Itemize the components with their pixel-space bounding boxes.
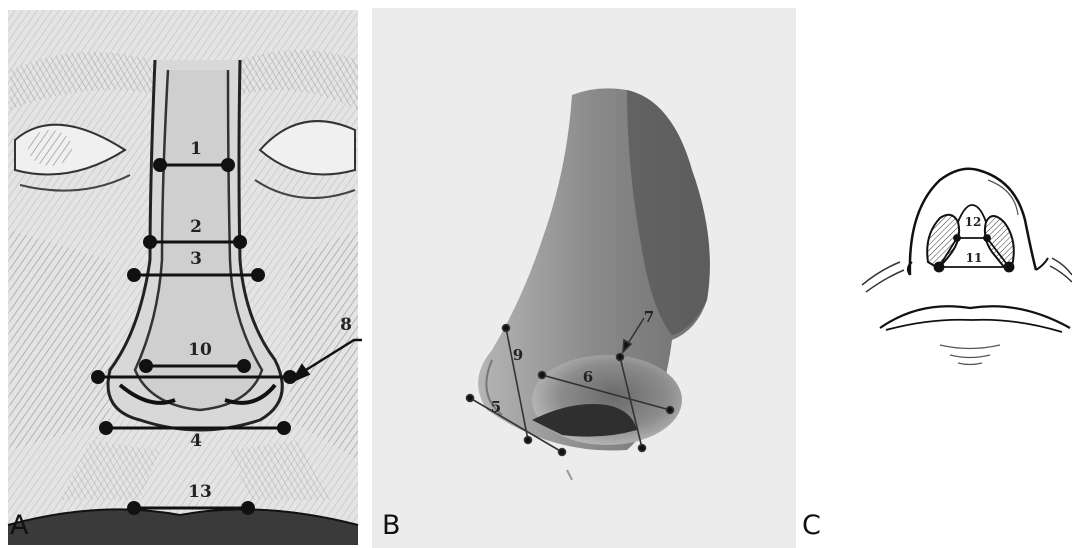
label-12: 12 bbox=[965, 215, 982, 229]
label-10: 10 bbox=[188, 340, 212, 360]
panel-letter-b: B bbox=[382, 510, 401, 541]
label-6: 6 bbox=[583, 368, 593, 386]
panel-c-basal-view-diagram: 12 11 C bbox=[800, 0, 1072, 548]
panel-a-frontal-nose-sketch: 1 2 3 10 8 4 13 A bbox=[0, 0, 362, 548]
label-2: 2 bbox=[190, 217, 202, 237]
panel-b-profile-nose-sketch: 9 5 6 7 B bbox=[372, 0, 796, 548]
label-1: 1 bbox=[190, 139, 202, 159]
label-11: 11 bbox=[966, 251, 983, 265]
label-13: 13 bbox=[188, 482, 212, 502]
label-8: 8 bbox=[340, 315, 352, 335]
panel-letter-a: A bbox=[10, 510, 28, 541]
basal-view-illustration: 12 11 bbox=[800, 0, 1072, 548]
label-9: 9 bbox=[513, 346, 523, 364]
label-4: 4 bbox=[190, 431, 202, 451]
profile-nose-illustration: 9 5 6 7 bbox=[372, 0, 796, 548]
label-3: 3 bbox=[190, 249, 202, 269]
label-7: 7 bbox=[644, 308, 654, 326]
label-5: 5 bbox=[491, 398, 501, 416]
frontal-nose-illustration: 1 2 3 10 8 4 13 bbox=[0, 0, 362, 548]
panel-letter-c: C bbox=[802, 510, 821, 541]
